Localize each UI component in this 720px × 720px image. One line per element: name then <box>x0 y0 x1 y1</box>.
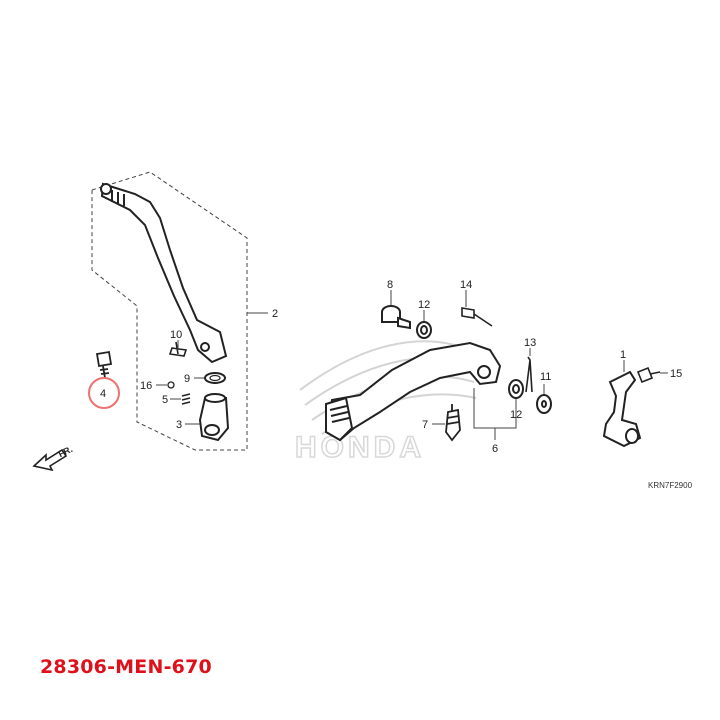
pivot-bolt-part-8 <box>381 305 411 330</box>
washer-part-11 <box>536 394 552 414</box>
part-number: 28306-MEN-670 <box>40 656 212 678</box>
shift-arm-part-1 <box>602 370 642 448</box>
front-direction-arrow: FR. <box>32 444 74 472</box>
callout-12-upper: 12 <box>418 299 430 311</box>
leader-bracket-6 <box>473 388 517 440</box>
highlight-circle <box>88 377 120 409</box>
callout-11: 11 <box>540 371 551 383</box>
callout-3: 3 <box>176 419 182 431</box>
callout-15: 15 <box>670 368 682 380</box>
bushing-part-12-upper <box>416 321 432 339</box>
bolt-part-14 <box>461 307 493 327</box>
bushing-part-12-lower <box>508 379 524 399</box>
spring-part-5 <box>181 393 191 405</box>
drawing-code: KRN7F2900 <box>648 481 693 490</box>
cotter-pin-part-13 <box>525 356 533 393</box>
ring-part-16 <box>167 381 175 389</box>
kick-boss-part-3 <box>198 393 230 442</box>
bolt-part-15 <box>636 366 661 384</box>
brake-pedal-part-6 <box>324 341 502 442</box>
callout-7: 7 <box>422 419 428 431</box>
callout-8: 8 <box>387 279 393 291</box>
callout-13: 13 <box>524 337 536 349</box>
callout-5: 5 <box>162 394 168 406</box>
callout-2: 2 <box>272 308 278 320</box>
callout-12-lower: 12 <box>510 409 522 421</box>
bolt-part-4 <box>95 350 113 379</box>
callout-9: 9 <box>184 373 190 385</box>
callout-4: 4 <box>100 388 106 400</box>
callout-16: 16 <box>140 380 152 392</box>
kickstarter-group-outline <box>91 171 248 451</box>
callout-14: 14 <box>460 279 472 291</box>
watermark-text: HONDA <box>295 431 425 464</box>
callout-10: 10 <box>170 329 182 341</box>
callout-1: 1 <box>620 349 626 361</box>
direction-label: FR. <box>57 444 74 459</box>
bolt-part-10 <box>168 341 188 357</box>
switch-part-7 <box>445 404 461 442</box>
callout-6: 6 <box>492 443 498 455</box>
kick-starter-arm <box>100 182 228 364</box>
